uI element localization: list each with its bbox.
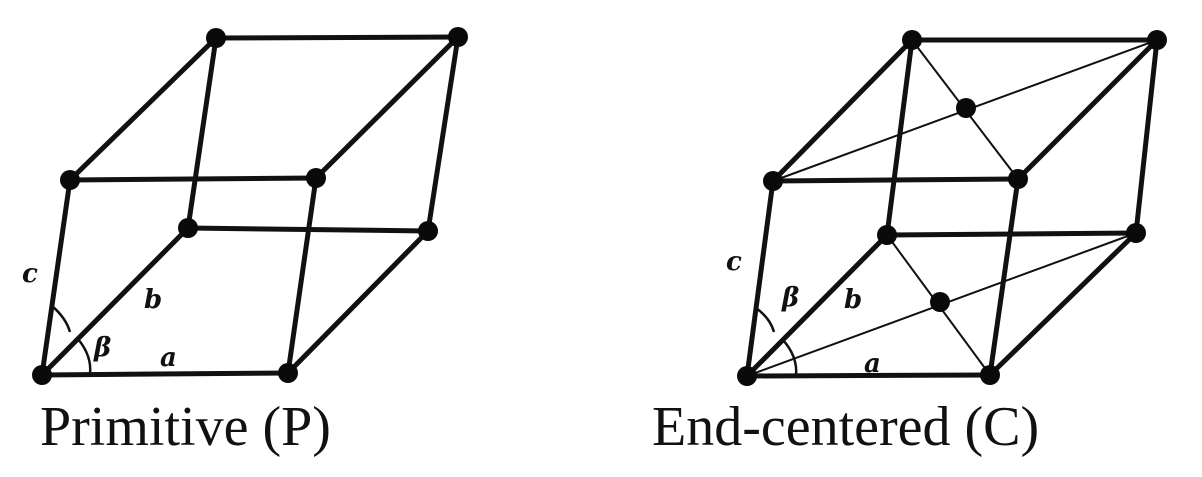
edge-vertical-right-back [425, 34, 461, 234]
lattice-point [32, 365, 52, 385]
lattice-point [877, 225, 897, 245]
lattice-point [902, 30, 922, 50]
primitive-panel: c b β a Primitive (P) [0, 0, 600, 477]
lattice-point [1008, 169, 1028, 189]
lattice-point [306, 168, 326, 188]
caption-primitive: Primitive (P) [40, 396, 331, 458]
edge-vertical-right-front [987, 176, 1021, 378]
label-a: a [160, 343, 177, 373]
lattice-point [278, 363, 298, 383]
edge-top-right [313, 34, 461, 181]
label-beta: β [93, 333, 111, 363]
face-center-point [956, 98, 976, 118]
edge-vertical-right-front [285, 175, 319, 376]
face-center-point [930, 292, 950, 312]
edge-vertical-left-back [884, 37, 915, 238]
edge-bottom-right [987, 230, 1139, 378]
lattice-point [1147, 30, 1167, 50]
angle-arc-alpha [51, 305, 72, 333]
lattice-point [737, 366, 757, 386]
angle-arc-alpha [755, 306, 776, 333]
lattice-point [763, 171, 783, 191]
label-b: b [844, 285, 862, 315]
edge-bottom-right [285, 228, 431, 376]
label-a: a [864, 349, 881, 379]
lattice-point [1126, 223, 1146, 243]
label-b: b [144, 285, 162, 315]
primitive-cell-diagram: c b β a [22, 27, 468, 385]
end-centered-cell-diagram: c β b a [726, 30, 1167, 386]
edge-b [39, 225, 191, 378]
edge-b [744, 232, 890, 379]
lattice-point [448, 27, 468, 47]
edge-top-left [67, 35, 219, 183]
label-beta: β [781, 283, 799, 313]
edge-top-right [1015, 37, 1160, 182]
label-c: c [726, 247, 742, 277]
edge-a [744, 372, 993, 379]
label-c: c [22, 259, 38, 289]
edge-a [39, 370, 291, 378]
edge-top-back [213, 34, 461, 41]
edge-vertical-right-back [1133, 37, 1160, 236]
angle-arc-beta [77, 338, 92, 375]
caption-end-centered: End-centered (C) [652, 396, 1040, 458]
edge-top-left [770, 37, 915, 184]
lattice-point [418, 221, 438, 241]
lattice-point [178, 218, 198, 238]
edge-c [39, 177, 73, 378]
lattice-point [980, 365, 1000, 385]
angle-arc-beta [781, 338, 798, 377]
lattice-point [206, 28, 226, 48]
lattice-point [60, 170, 80, 190]
end-centered-panel: c β b a End-centered (C) [600, 0, 1202, 477]
edge-vertical-left-back [185, 35, 219, 231]
edge-c [744, 178, 776, 379]
